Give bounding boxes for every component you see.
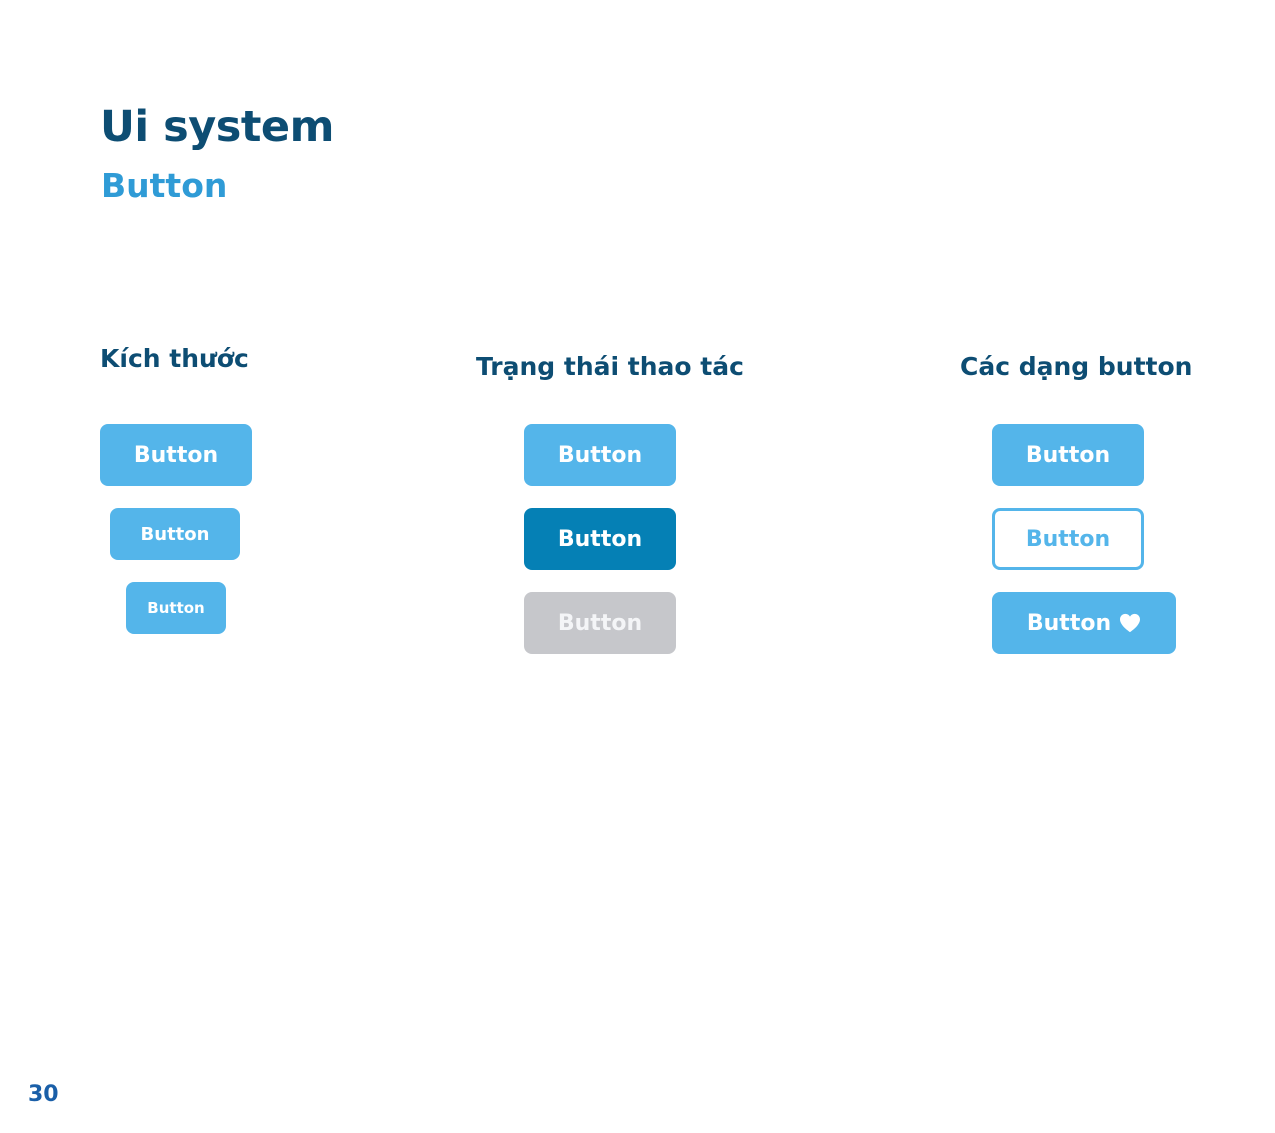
page-number: 30 xyxy=(28,1082,59,1107)
button-large[interactable]: Button xyxy=(100,424,252,486)
button-medium[interactable]: Button xyxy=(110,508,240,560)
section-title-state: Trạng thái thao tác xyxy=(476,352,744,381)
page-title: Ui system xyxy=(100,102,334,152)
button-with-icon-label: Button xyxy=(1026,610,1112,636)
button-outline[interactable]: Button xyxy=(992,508,1144,570)
section-title-size: Kích thước xyxy=(100,344,249,373)
button-small[interactable]: Button xyxy=(126,582,226,634)
button-active[interactable]: Button xyxy=(524,508,676,570)
button-filled[interactable]: Button xyxy=(992,424,1144,486)
button-disabled[interactable]: Button xyxy=(524,592,676,654)
section-title-type: Các dạng button xyxy=(960,352,1193,381)
button-with-icon[interactable]: Button xyxy=(992,592,1176,654)
page-subtitle: Button xyxy=(101,166,228,205)
heart-icon xyxy=(1120,613,1141,633)
button-default[interactable]: Button xyxy=(524,424,676,486)
